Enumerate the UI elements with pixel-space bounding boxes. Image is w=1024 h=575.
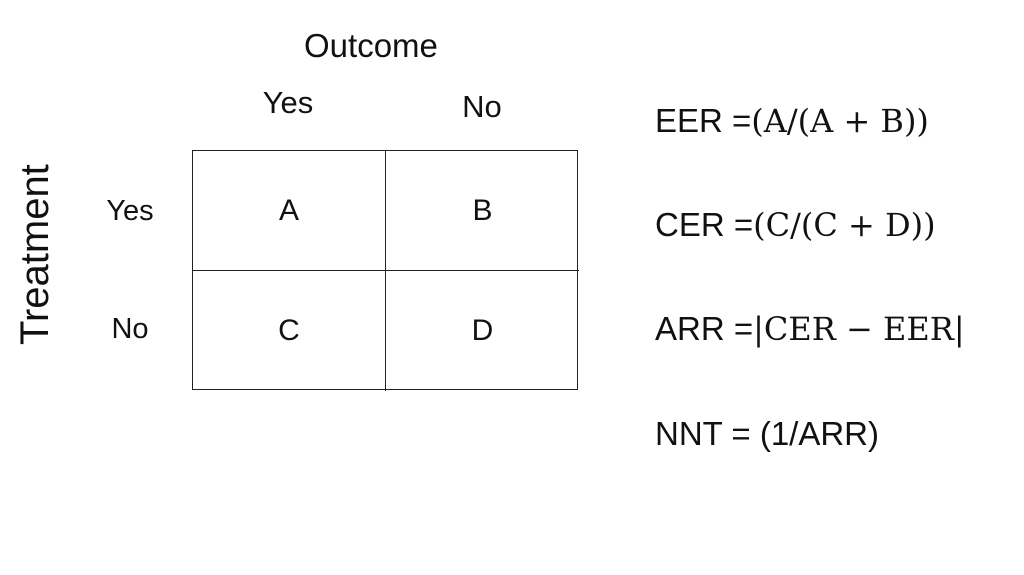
cell-d: D bbox=[471, 314, 494, 347]
cell-b: B bbox=[386, 151, 579, 271]
row-label-yes: Yes bbox=[106, 195, 154, 227]
formula-cer-expression: (C/(C + D)) bbox=[753, 206, 936, 244]
cell-c: C bbox=[193, 271, 386, 391]
formula-eer-label: EER = bbox=[655, 102, 752, 139]
formula-cer-label: CER = bbox=[655, 206, 754, 243]
column-label-no: No bbox=[462, 89, 502, 124]
formula-eer-expression: (A/(A + B)) bbox=[751, 102, 929, 140]
formula-cer: CER =(C/(C + D)) bbox=[655, 205, 936, 245]
formula-eer: EER =(A/(A + B)) bbox=[655, 101, 929, 141]
contingency-table: A B C D bbox=[192, 150, 579, 391]
formula-arr: ARR =|CER − EER| bbox=[655, 309, 965, 349]
cell-a: A bbox=[193, 151, 386, 271]
outcome-axis-title: Outcome bbox=[304, 27, 438, 64]
formula-nnt: NNT = (1/ARR) bbox=[655, 414, 879, 454]
row-label-no: No bbox=[111, 313, 149, 345]
column-label-yes: Yes bbox=[262, 85, 314, 120]
formula-nnt-label: NNT = (1/ARR) bbox=[655, 415, 880, 452]
formula-arr-label: ARR = bbox=[655, 310, 754, 347]
treatment-axis-title: Treatment bbox=[13, 164, 57, 345]
formula-arr-expression: |CER − EER| bbox=[753, 310, 965, 348]
